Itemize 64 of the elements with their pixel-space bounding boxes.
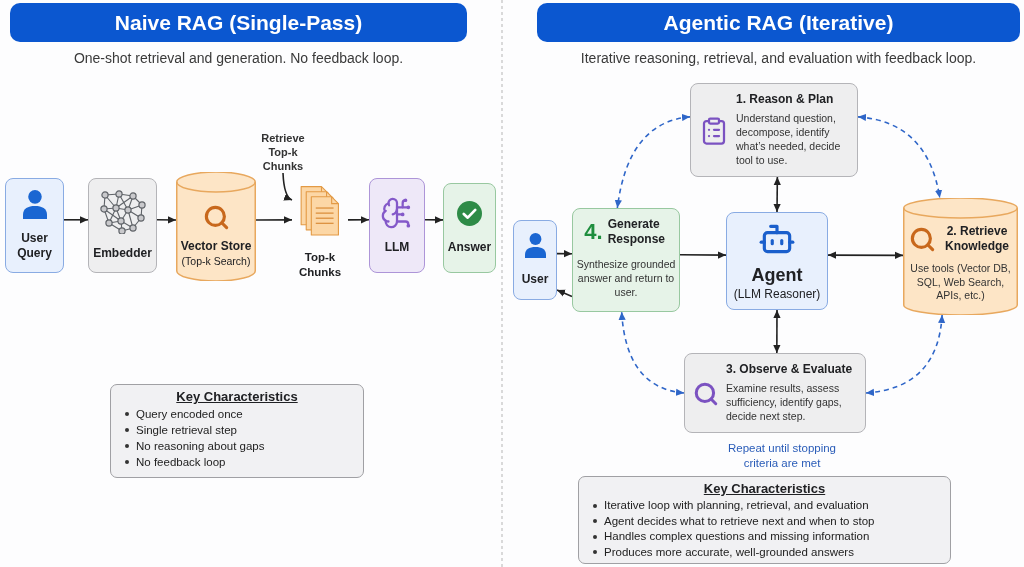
box-title: 2. Retrieve Knowledge (944, 224, 1010, 254)
arrow (156, 216, 177, 224)
process-box (572, 208, 680, 312)
box-title: 3. Observe & Evaluate (726, 361, 853, 377)
process-box (690, 83, 858, 177)
info-panel (578, 476, 951, 564)
step-number: 4. (584, 219, 603, 245)
double-headed-arrow (827, 251, 904, 259)
box-description: Use tools (Vector DB, SQL, Web Search, APIs, etc.) (909, 262, 1012, 303)
arrow (556, 289, 573, 298)
box-title: 1. Reason & Plan (736, 91, 834, 107)
box-description: Examine results, assess sufficiency, identify gaps, decide next step. (726, 381, 843, 423)
bullet-item: No reasoning about gaps (136, 439, 265, 454)
bullet-item: No feedback loop (136, 455, 226, 470)
note-text: Repeat until stopping criteria are met (726, 441, 838, 471)
header-banner (10, 3, 467, 42)
box-subtitle: (LLM Reasoner) (733, 287, 821, 302)
dashed-double-headed-arrow (618, 311, 685, 396)
bullet-item: Query encoded once (136, 407, 243, 422)
process-box (513, 220, 557, 300)
panel-title: Agentic RAG (Iterative) (663, 9, 894, 36)
agent-box (726, 212, 828, 310)
bullet-item: Produces more accurate, well-grounded answers (604, 544, 854, 560)
process-box (443, 183, 496, 273)
arrow (255, 216, 293, 224)
arrow (63, 216, 89, 224)
dashed-double-headed-arrow (857, 114, 942, 199)
arrow (679, 251, 727, 259)
dashed-double-headed-arrow (615, 114, 691, 209)
box-label: User Query (16, 231, 53, 262)
bullet-item: Single retrieval step (136, 423, 237, 438)
box-description: Synthesize grounded answer and return to user. (576, 257, 676, 299)
panel-heading: Key Characteristics (703, 480, 826, 497)
bullet-item: Iterative loop with planning, retrieval, and evaluation (604, 498, 869, 513)
box-title: Generate Response (607, 217, 667, 247)
subtitle-text: One-shot retrieval and generation. No feedback loop. (73, 49, 404, 67)
process-box (684, 353, 866, 433)
box-label: Embedder (93, 246, 152, 261)
bullet-item: Agent decides what to retrieve next and when to stop (604, 513, 875, 529)
arrow (556, 250, 573, 258)
box-title: Agent (751, 264, 803, 286)
box-label: Answer (447, 240, 492, 255)
process-box (369, 178, 425, 273)
dashed-double-headed-arrow (865, 314, 945, 396)
info-panel (110, 384, 364, 478)
box-description: Understand question, decompose, identify what’s needed, decide tool to use. (736, 111, 842, 167)
arrow (424, 216, 444, 224)
arrow (282, 172, 293, 201)
box-title: Vector Store (180, 239, 252, 254)
subtitle-text: Iterative reasoning, retrieval, and evaluation with feedback loop. (580, 49, 977, 67)
process-box (5, 178, 64, 273)
header-banner (537, 3, 1020, 42)
arrow (347, 216, 370, 224)
double-headed-arrow (773, 309, 781, 354)
annotation-text: Retrieve Top-k Chunks (260, 131, 306, 173)
box-subtitle: (Top-k Search) (181, 254, 251, 268)
process-box (88, 178, 157, 273)
double-headed-arrow (773, 176, 781, 213)
bullet-item: Handles complex questions and missing information (604, 529, 870, 544)
panel-title: Naive RAG (Single-Pass) (114, 9, 363, 36)
node-label: Top-k Chunks (297, 250, 343, 280)
box-label: User (521, 272, 549, 288)
box-label: LLM (384, 240, 410, 255)
panel-heading: Key Characteristics (176, 388, 298, 405)
